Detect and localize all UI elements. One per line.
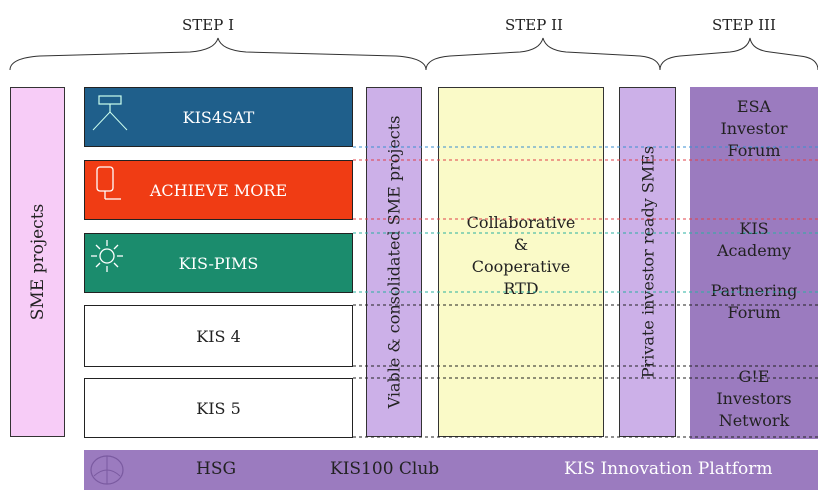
private-investor-box: Private investor ready SMEs [619, 87, 676, 437]
kis-box-kis-pims: KIS-PIMS [84, 233, 353, 293]
step-2-label: STEP II [505, 16, 563, 34]
viable-projects-box: Viable & consolidated SME projects [366, 87, 422, 437]
satellite-icon [92, 95, 128, 131]
kis-box-kis-5: KIS 5 [84, 378, 353, 438]
step3-line: Academy [717, 241, 791, 260]
kis-box-label: KIS 5 [196, 398, 241, 418]
step3-line: Network [718, 411, 790, 430]
hsg-label: HSG [196, 459, 237, 479]
kis-box-label: KIS-PIMS [178, 253, 259, 273]
collab-line: Cooperative [471, 257, 571, 276]
step-3-label: STEP III [712, 16, 776, 34]
esa-investor-forum: ESA Investor Forum [690, 96, 818, 162]
partnering-forum: Partnering Forum [690, 280, 818, 324]
step3-line: ESA [736, 97, 772, 116]
brace-step-2 [425, 37, 661, 71]
kis100-club-label: KIS100 Club [330, 459, 440, 479]
collaborative-rtd-text: Collaborative & Cooperative RTD [439, 212, 603, 300]
collaborative-rtd-box: Collaborative & Cooperative RTD [438, 87, 604, 437]
step-1-label: STEP I [182, 16, 235, 34]
collab-line: & [513, 235, 529, 254]
sme-projects-box: SME projects [10, 87, 65, 437]
gie-investors-network: G!E Investors Network [690, 366, 818, 432]
kis-box-label: KIS 4 [196, 326, 241, 346]
device-icon [96, 166, 121, 200]
collab-line: RTD [503, 279, 539, 298]
sun-icon [91, 240, 123, 272]
step3-line: Partnering [710, 281, 798, 300]
kis-box-kis-4: KIS 4 [84, 305, 353, 367]
step3-line: G!E [738, 367, 770, 386]
collab-line: Collaborative [466, 213, 576, 232]
kis-box-achieve-more: ACHIEVE MORE [84, 160, 353, 220]
kis-innovation-platform-label: KIS Innovation Platform [564, 459, 773, 479]
innovation-platform-bar: HSG KIS100 Club KIS Innovation Platform [84, 450, 818, 490]
step3-line: Forum [727, 141, 781, 160]
step3-line: Forum [727, 303, 781, 322]
kis-box-kis4sat: KIS4SAT [84, 87, 353, 147]
brace-step-3 [659, 37, 818, 71]
kis-box-label: ACHIEVE MORE [149, 180, 288, 200]
step-3-column [690, 87, 818, 439]
kis-box-label: KIS4SAT [182, 107, 255, 127]
brace-step-1 [9, 37, 427, 71]
globe-icon [90, 455, 124, 485]
step3-line: Investor [720, 119, 788, 138]
step3-line: Investors [716, 389, 792, 408]
